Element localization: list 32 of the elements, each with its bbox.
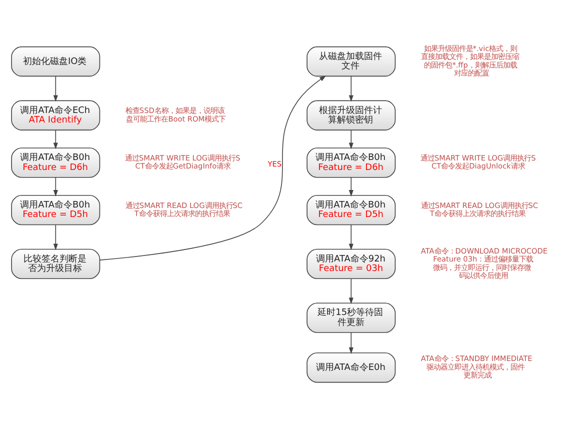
node-label: 检查SSD名称，如果是，说明该盘可能工作在Boot ROM模式下	[125, 106, 226, 123]
node-box: 根据升级固件计算解锁密钥	[306, 100, 396, 130]
node-box: 调用ATA命令ECh ATA Identify	[11, 100, 100, 130]
node-box: 调用ATA命令B0h Feature = D5h	[306, 194, 396, 225]
node-box: 调用ATA命令B0h Feature = D6h	[11, 147, 100, 178]
edge-label: YES	[268, 158, 282, 168]
node-box: 调用ATA命令B0h Feature = D6h	[306, 147, 396, 178]
node-box: 比较签名判断是否为升级目标	[11, 248, 100, 279]
node-box: 延时15秒等待固件更新	[306, 302, 396, 332]
arrow	[99, 75, 326, 260]
node-box: 调用ATA命令92h Feature = 03h	[306, 248, 396, 279]
node-label: 通过SMART WRITE LOG调用执行SCT命令发起GetDiagInfo请求	[125, 152, 240, 170]
arrow	[348, 75, 354, 102]
arrow	[348, 332, 354, 354]
node-label: 通过SMART READ LOG调用执行SCT命令获得上次请求的执行结果	[125, 200, 243, 218]
arrow	[53, 224, 58, 250]
arrow	[348, 176, 354, 196]
arrow	[53, 129, 58, 149]
node-box: 从磁盘加载固件文件	[306, 46, 396, 76]
node-label: ATA命令：STANDBY IMMEDIATE 驱动器立即进入待机模式，固件更新完成	[420, 354, 532, 380]
node-box: 调用ATA命令E0h	[306, 352, 396, 382]
node-label: 如果升级固件是*.vic格式，则直接加载文件，如果是加密压缩的固件包*.ffp，则解压后加载对应的配置	[420, 44, 519, 78]
node-label: 通过SMART READ LOG调用执行SCT命令获得上次请求的执行结果	[420, 200, 538, 218]
node-label: ATA命令：DOWNLOAD MICROCODE Feature 03h：通过偏移量下载微码，并立即运行，同时保存微码以供今后使用	[420, 246, 548, 280]
arrow	[348, 224, 354, 250]
node-box: 调用ATA命令B0h Feature = D5h	[11, 194, 100, 225]
arrow	[53, 176, 58, 196]
arrow	[53, 75, 58, 102]
node-box: 初始化磁盘IO类	[11, 46, 100, 76]
arrow	[348, 129, 354, 149]
node-label: 通过SMART WRITE LOG调用执行SCT命令发起DiagUnlock请求	[420, 152, 536, 170]
arrow	[348, 278, 354, 304]
